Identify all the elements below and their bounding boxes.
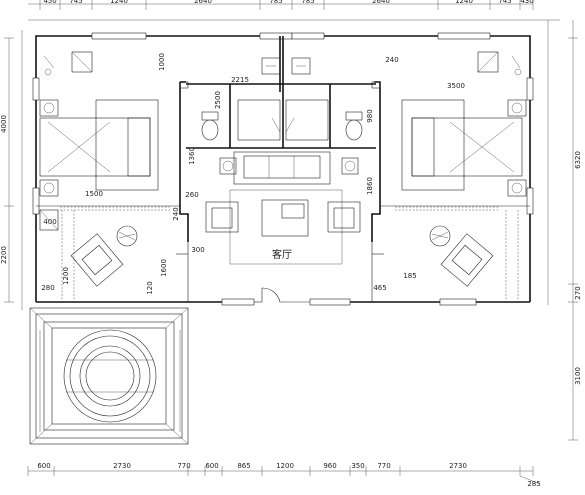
dim-right-1: 6320 bbox=[574, 151, 582, 169]
window-bottom-left bbox=[221, 298, 255, 306]
dim-1500: 1500 bbox=[85, 190, 103, 198]
dim-3500: 3500 bbox=[447, 82, 465, 90]
massage-chair-icon bbox=[70, 225, 138, 287]
dim-top-1: 450 bbox=[43, 0, 56, 5]
dim-400: 400 bbox=[43, 218, 56, 226]
lamp-icon bbox=[477, 51, 522, 76]
dim-top-9: 745 bbox=[498, 0, 511, 5]
dim-1000: 1000 bbox=[158, 53, 166, 71]
dim-980: 980 bbox=[366, 109, 374, 122]
dim-260: 260 bbox=[185, 191, 198, 199]
dim-top-4: 2640 bbox=[194, 0, 212, 5]
window-right-upper bbox=[526, 77, 534, 101]
dim-right-3: 3100 bbox=[574, 367, 582, 385]
dim-bottom-1: 600 bbox=[37, 462, 50, 470]
window-top-left bbox=[91, 32, 147, 40]
window-left-lower bbox=[32, 187, 40, 215]
dim-top-10: 430 bbox=[520, 0, 533, 5]
dim-bottom-6: 1200 bbox=[276, 462, 294, 470]
dim-top-3: 1240 bbox=[110, 0, 128, 5]
dim-left-2: 2200 bbox=[0, 246, 8, 264]
dim-465: 465 bbox=[373, 284, 386, 292]
dim-top-8: 1240 bbox=[455, 0, 473, 5]
nightstand-icon bbox=[39, 99, 59, 197]
bottom-dimension-chain: 600 2730 770 600 865 1200 960 350 770 27… bbox=[27, 462, 541, 488]
tv-cabinet-icon bbox=[261, 57, 311, 75]
living-rug bbox=[229, 189, 343, 265]
window-bottom-far-right bbox=[439, 298, 477, 306]
dim-bottom-2: 2730 bbox=[113, 462, 131, 470]
dim-bottom-4: 600 bbox=[205, 462, 218, 470]
dim-185: 185 bbox=[403, 272, 416, 280]
left-closet bbox=[39, 209, 75, 300]
dim-2215: 2215 bbox=[231, 76, 249, 84]
lamp-icon bbox=[219, 157, 359, 175]
dim-left-1: 4000 bbox=[0, 115, 8, 133]
dim-2500: 2500 bbox=[214, 91, 222, 109]
dim-120: 120 bbox=[146, 281, 154, 294]
left-radiator bbox=[60, 206, 170, 211]
dim-300: 300 bbox=[191, 246, 204, 254]
outer-walls bbox=[32, 32, 534, 306]
dim-bottom-8: 350 bbox=[351, 462, 364, 470]
interior-walls bbox=[36, 36, 530, 302]
pavilion-roof-icon bbox=[29, 307, 189, 445]
window-left-upper bbox=[32, 77, 40, 101]
dim-240-mid: 240 bbox=[172, 207, 180, 220]
coffee-table-icon bbox=[261, 199, 309, 237]
dim-bottom-9: 770 bbox=[377, 462, 390, 470]
dim-1200: 1200 bbox=[62, 267, 70, 285]
right-closet bbox=[505, 210, 519, 300]
window-right-lower bbox=[526, 187, 534, 215]
dim-1860: 1860 bbox=[366, 177, 374, 195]
dim-bottom-11: 285 bbox=[527, 480, 540, 488]
dim-280: 280 bbox=[41, 284, 54, 292]
right-radiator bbox=[395, 206, 500, 211]
lamp-icon bbox=[43, 51, 93, 76]
right-dimension-chain: 6320 270 3100 bbox=[547, 20, 582, 441]
window-top-center-right bbox=[291, 32, 325, 40]
window-top-right bbox=[437, 32, 491, 40]
dim-top-2: 745 bbox=[69, 0, 82, 5]
dim-bottom-7: 960 bbox=[323, 462, 336, 470]
dim-bottom-3: 770 bbox=[177, 462, 190, 470]
dim-1600: 1600 bbox=[160, 259, 168, 277]
bed-icon bbox=[39, 99, 159, 191]
dim-top-5: 785 bbox=[269, 0, 282, 5]
dim-bottom-10: 2730 bbox=[449, 462, 467, 470]
dim-top-6: 785 bbox=[301, 0, 314, 5]
duct-shafts bbox=[179, 81, 381, 89]
shower-basin bbox=[237, 99, 329, 141]
bed-icon bbox=[401, 99, 523, 191]
top-dimension-chain: 450 745 1240 2640 785 785 2640 1240 745 … bbox=[28, 0, 560, 21]
interior-dimensions: 1000 2215 2500 240 3500 1360 980 1500 26… bbox=[41, 53, 465, 295]
window-top-center-left bbox=[259, 32, 293, 40]
dim-1360: 1360 bbox=[188, 147, 196, 165]
toilet-icon bbox=[201, 111, 219, 141]
massage-chair-icon bbox=[429, 225, 494, 287]
door-swing-icon bbox=[254, 287, 310, 303]
dim-top-7: 2640 bbox=[372, 0, 390, 5]
dim-240-top: 240 bbox=[385, 56, 398, 64]
left-dimension-chain: 4000 2200 bbox=[0, 30, 23, 310]
dim-right-2: 270 bbox=[574, 286, 582, 299]
room-label-living: 客厅 bbox=[272, 248, 292, 261]
armchair-icon bbox=[205, 201, 361, 233]
toilet-icon bbox=[345, 111, 363, 141]
sofa-icon bbox=[233, 151, 331, 185]
dim-bottom-5: 865 bbox=[237, 462, 250, 470]
nightstand-icon bbox=[507, 99, 527, 197]
window-bottom-right bbox=[309, 298, 351, 306]
